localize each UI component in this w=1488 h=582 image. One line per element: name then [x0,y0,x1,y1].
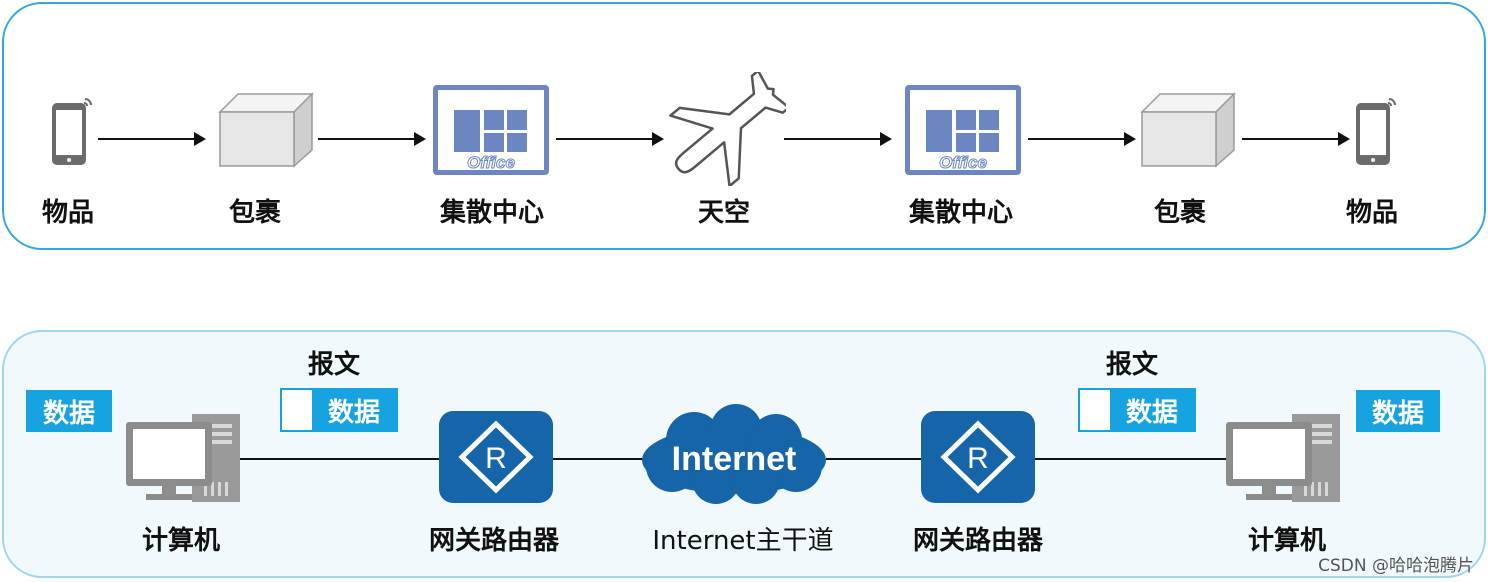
flow-arrow [318,132,426,146]
router-letter: R [967,442,989,475]
router-icon: R [921,411,1035,503]
node-label: 包裹 [1153,198,1207,228]
node-label: 物品 [41,198,95,228]
office-icon-text: Office [467,153,515,172]
flow-arrow [98,132,206,146]
node-label: 天空 [697,198,751,228]
node-label: 网关路由器 [428,526,560,556]
parcel-box-icon [1140,92,1236,168]
network-link [826,458,922,460]
packet-data: 数据 [312,390,396,430]
network-link [552,458,644,460]
computer-icon [1226,414,1340,502]
data-tag: 数据 [26,390,112,432]
smartphone-icon [1356,98,1396,165]
node-label: 计算机 [1247,526,1327,556]
node-label: 集散中心 [439,198,545,228]
flow-arrow [1242,132,1350,146]
flow-arrow [1028,132,1136,146]
packet: 数据 [1078,388,1196,432]
router-icon: R [439,411,553,503]
flow-arrow [556,132,664,146]
network-link [1034,458,1230,460]
packet: 数据 [280,388,398,432]
office-icon-text: Office [939,153,987,172]
packet-data: 数据 [1110,390,1194,430]
packet-header [282,390,312,430]
flow-arrow [784,132,892,146]
packet-title: 报文 [307,350,361,380]
airplane-icon [669,72,786,186]
smartphone-icon [52,98,92,165]
packet-title: 报文 [1105,350,1159,380]
network-link [236,458,440,460]
node-label: 包裹 [228,198,282,228]
computer-icon [126,414,240,502]
office-building-icon: Office [433,85,549,175]
cloud-text: Internet [672,440,797,478]
node-label: 计算机 [141,526,221,556]
node-label: 网关路由器 [912,526,1044,556]
data-tag: 数据 [1356,390,1440,432]
node-label: 集散中心 [908,198,1014,228]
office-building-icon: Office [905,85,1021,175]
watermark: CSDN @哈哈泡腾片 [1318,556,1474,576]
cloud-icon: Internet [642,404,826,504]
parcel-box-icon [218,92,314,168]
node-label: Internet主干道 [652,526,834,556]
node-label: 物品 [1345,198,1399,228]
packet-header [1080,390,1110,430]
router-letter: R [485,442,507,475]
